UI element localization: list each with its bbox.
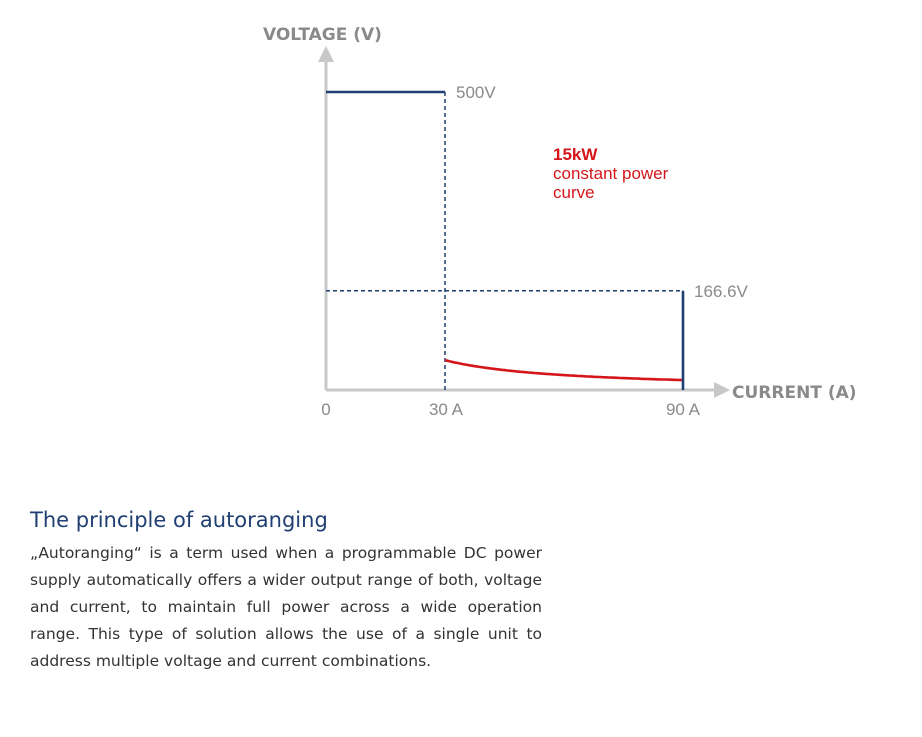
min-voltage-label: 166.6V: [694, 282, 749, 301]
y-axis-arrow: [318, 46, 334, 62]
x-tick-label-0: 0: [321, 400, 330, 419]
chart-axes: [318, 46, 730, 398]
curve-desc-line-1: constant power: [553, 164, 669, 183]
reference-lines: [326, 92, 683, 390]
constant-power-chart: VOLTAGE (V) CURRENT (A) 0 30 A 90 A 500V…: [263, 25, 857, 419]
x-axis-arrow: [714, 382, 730, 398]
section-heading: The principle of autoranging: [30, 508, 328, 532]
curve-power-label: 15kW: [553, 145, 598, 164]
curve-desc-line-2: curve: [553, 183, 595, 202]
section-body: „Autoranging“ is a term used when a prog…: [30, 544, 542, 670]
y-axis-label: VOLTAGE (V): [263, 25, 382, 45]
x-tick-label-1: 30 A: [429, 400, 464, 419]
x-tick-label-2: 90 A: [666, 400, 701, 419]
chart-series: [326, 90, 685, 390]
x-axis-label: CURRENT (A): [732, 383, 857, 403]
chart-labels: VOLTAGE (V) CURRENT (A) 0 30 A 90 A 500V…: [263, 25, 857, 419]
max-voltage-label: 500V: [456, 83, 496, 102]
series-line-2: [444, 358, 684, 382]
